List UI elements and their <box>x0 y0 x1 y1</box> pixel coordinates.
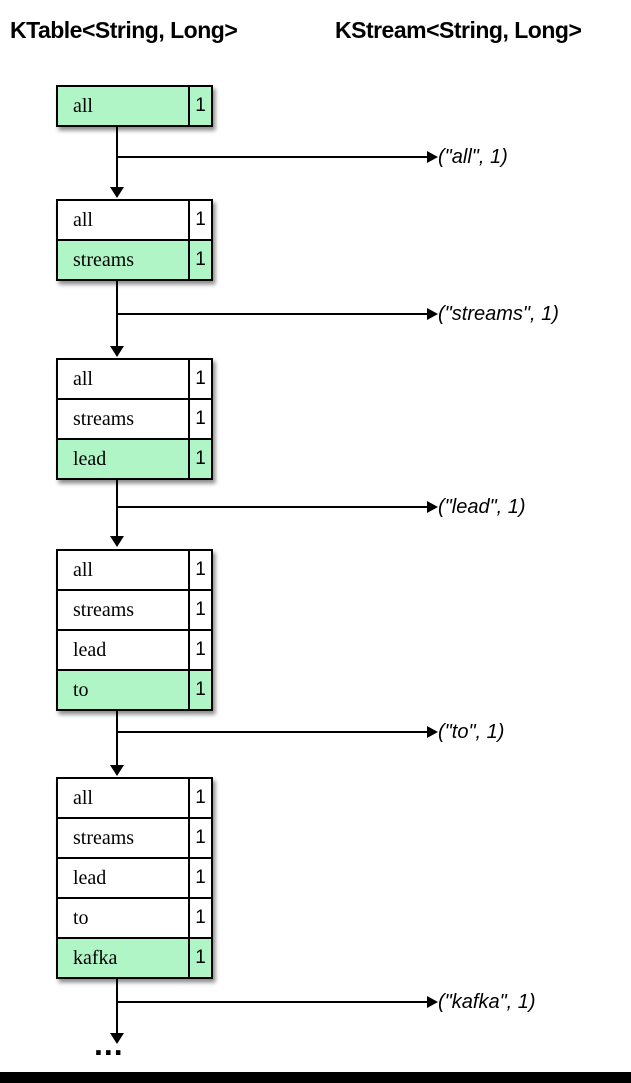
key-cell: lead <box>58 631 190 669</box>
right-arrowhead-icon <box>427 726 438 738</box>
bottom-bar <box>0 1072 631 1083</box>
stream-branch-line <box>117 731 427 733</box>
key-cell: all <box>58 551 190 589</box>
value-cell: 1 <box>195 787 206 808</box>
value-cell: 1 <box>195 559 206 580</box>
value-cell: 1 <box>195 209 206 230</box>
key-cell: lead <box>58 859 190 897</box>
stream-record-label: ("to", 1) <box>438 721 505 743</box>
kstream-column-header: KStream<String, Long> <box>335 17 582 43</box>
table-row: to 1 <box>58 899 211 939</box>
value-cell: 1 <box>195 639 206 660</box>
table-row: all 1 <box>58 360 211 400</box>
value-cell: 1 <box>195 95 206 116</box>
value-cell: 1 <box>195 368 206 389</box>
key-cell: all <box>58 87 190 125</box>
key-cell: lead <box>58 440 190 478</box>
table-row: lead 1 <box>58 859 211 899</box>
stream-record-label: ("all", 1) <box>438 146 508 168</box>
ktable-column-header: KTable<String, Long> <box>10 17 238 43</box>
key-cell: all <box>58 779 190 817</box>
table-row: to 1 <box>58 671 211 709</box>
value-cell: 1 <box>195 448 206 469</box>
flow-arrow-line <box>116 711 118 765</box>
table-row: all 1 <box>58 779 211 819</box>
key-cell: to <box>58 671 190 709</box>
continuation-ellipsis: ... <box>94 1026 124 1062</box>
stream-record-label: ("lead", 1) <box>438 496 526 518</box>
state-table-3: all 1 streams 1 lead 1 <box>56 358 213 480</box>
table-row: streams 1 <box>58 819 211 859</box>
down-arrowhead-icon <box>110 187 124 198</box>
right-arrowhead-icon <box>427 996 438 1008</box>
down-arrowhead-icon <box>110 1033 124 1044</box>
stream-branch-line <box>117 506 427 508</box>
key-cell: all <box>58 201 190 239</box>
table-row: all 1 <box>58 201 211 241</box>
right-arrowhead-icon <box>427 501 438 513</box>
key-cell: to <box>58 899 190 937</box>
value-cell: 1 <box>195 907 206 928</box>
key-cell: all <box>58 360 190 398</box>
state-table-4: all 1 streams 1 lead 1 to 1 <box>56 549 213 711</box>
table-row: lead 1 <box>58 440 211 478</box>
key-cell: streams <box>58 591 190 629</box>
down-arrowhead-icon <box>110 536 124 547</box>
right-arrowhead-icon <box>427 151 438 163</box>
right-arrowhead-icon <box>427 308 438 320</box>
table-row: streams 1 <box>58 400 211 440</box>
value-cell: 1 <box>195 867 206 888</box>
value-cell: 1 <box>195 599 206 620</box>
flow-arrow-line <box>116 480 118 536</box>
key-cell: streams <box>58 819 190 857</box>
key-cell: streams <box>58 400 190 438</box>
down-arrowhead-icon <box>110 765 124 776</box>
stream-record-label: ("kafka", 1) <box>438 991 536 1013</box>
table-row: kafka 1 <box>58 939 211 977</box>
table-row: lead 1 <box>58 631 211 671</box>
state-table-2: all 1 streams 1 <box>56 199 213 281</box>
state-table-5: all 1 streams 1 lead 1 to 1 kafka 1 <box>56 777 213 979</box>
table-row: streams 1 <box>58 591 211 631</box>
value-cell: 1 <box>195 827 206 848</box>
table-row: streams 1 <box>58 241 211 279</box>
key-cell: kafka <box>58 939 190 977</box>
value-cell: 1 <box>195 249 206 270</box>
stream-branch-line <box>117 313 427 315</box>
stream-record-label: ("streams", 1) <box>438 303 559 325</box>
value-cell: 1 <box>195 679 206 700</box>
table-row: all 1 <box>58 87 211 125</box>
value-cell: 1 <box>195 408 206 429</box>
key-cell: streams <box>58 241 190 279</box>
state-table-1: all 1 <box>56 85 213 127</box>
flow-arrow-line <box>116 979 118 1033</box>
down-arrowhead-icon <box>110 346 124 357</box>
value-cell: 1 <box>195 947 206 968</box>
stream-branch-line <box>117 1001 427 1003</box>
stream-branch-line <box>117 156 427 158</box>
table-row: all 1 <box>58 551 211 591</box>
